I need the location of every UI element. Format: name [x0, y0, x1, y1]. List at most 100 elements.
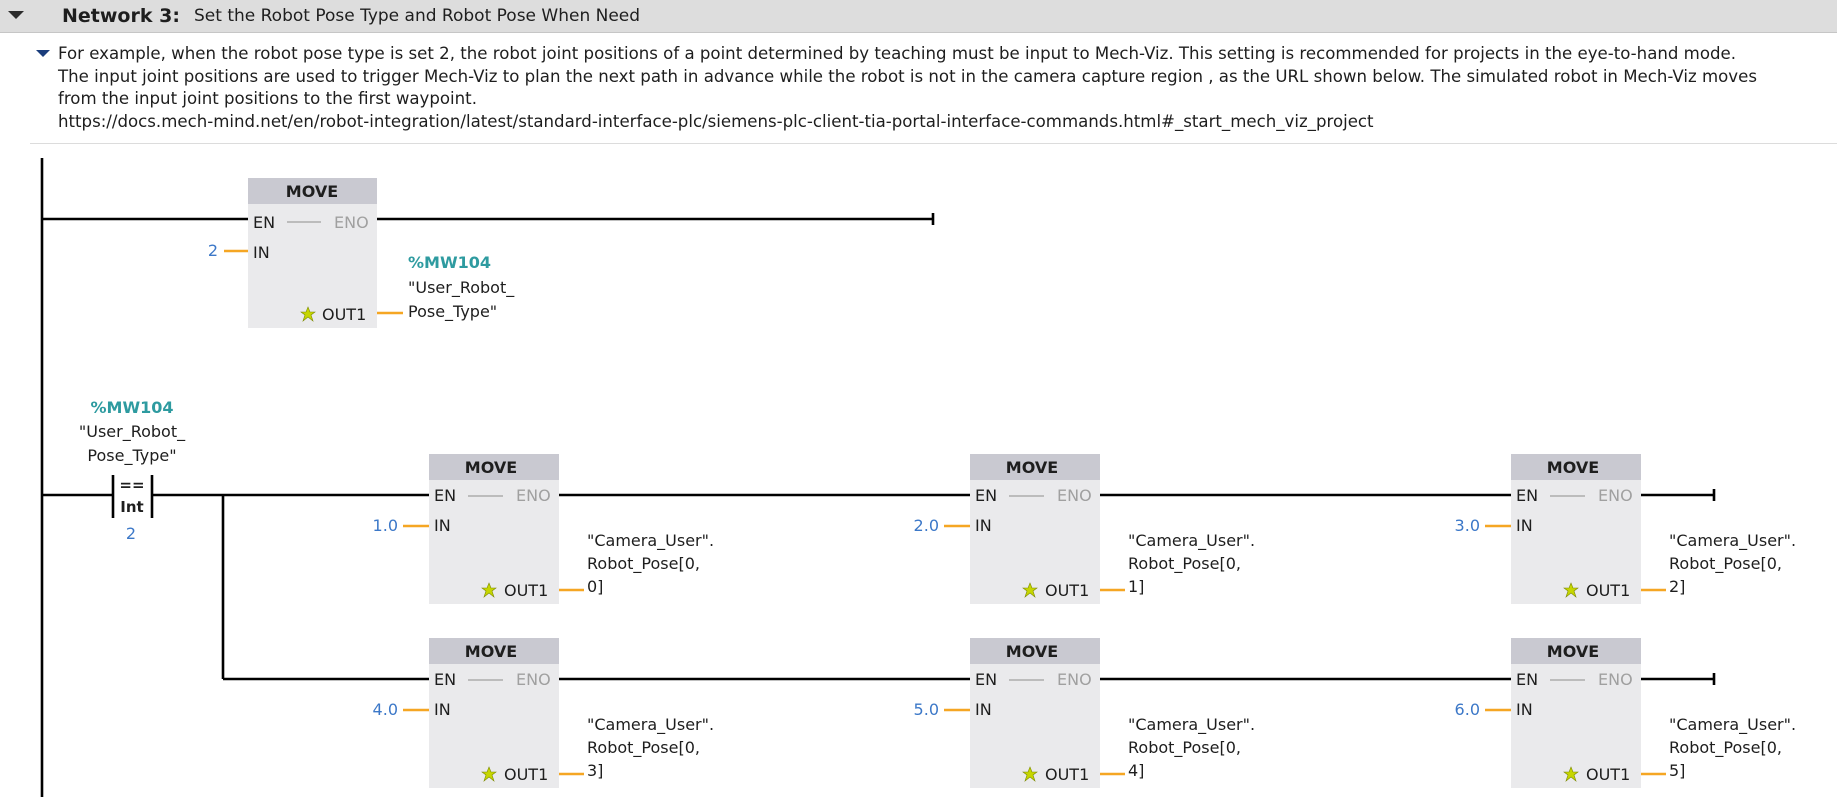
eno-pin-label: ENO [1057, 486, 1092, 505]
out-pin-label: OUT1 [1045, 581, 1089, 600]
collapse-arrow-icon[interactable] [8, 11, 24, 19]
output-asterisk-icon [1563, 582, 1579, 598]
output-asterisk-icon [1022, 582, 1038, 598]
block-title: MOVE [465, 458, 517, 477]
network-comment[interactable]: For example, when the robot pose type is… [58, 43, 1837, 134]
rung1-move-block[interactable]: MOVE EN ENO IN OUT1 [248, 178, 377, 328]
comment-url: https://docs.mech-mind.net/en/robot-inte… [58, 112, 1374, 132]
output-asterisk-icon [481, 582, 497, 598]
in-value[interactable]: 6.0 [1455, 700, 1480, 719]
in-value[interactable]: 5.0 [914, 700, 939, 719]
out-symbol-line[interactable]: Pose_Type" [408, 302, 497, 322]
en-pin-label: EN [1516, 670, 1538, 689]
en-pin-label: EN [975, 486, 997, 505]
comment-divider [30, 143, 1837, 144]
block-header [429, 638, 559, 664]
out-operand-line[interactable]: 0] [587, 577, 603, 596]
in-pin-label: IN [1516, 700, 1533, 719]
out-symbol-line[interactable]: "User_Robot_ [408, 278, 515, 298]
output-asterisk-icon [300, 306, 316, 322]
block-header [248, 178, 377, 204]
move-block[interactable]: MOVE EN ENO IN OUT1 [1511, 454, 1641, 604]
out-operand-line[interactable]: Robot_Pose[0, [587, 738, 700, 758]
output-asterisk-icon [481, 766, 497, 782]
in-pin-label: IN [434, 700, 451, 719]
out-address[interactable]: %MW104 [408, 253, 491, 272]
block-title: MOVE [1006, 458, 1058, 477]
block-header [970, 638, 1100, 664]
in-value[interactable]: 2 [208, 241, 218, 260]
in-value[interactable]: 1.0 [373, 516, 398, 535]
block-title: MOVE [465, 642, 517, 661]
out-pin-label: OUT1 [322, 305, 366, 324]
out-operand-line[interactable]: 3] [587, 761, 603, 780]
move-block[interactable]: MOVE EN ENO IN OUT1 [429, 638, 559, 788]
in-pin-label: IN [434, 516, 451, 535]
out-pin-label: OUT1 [1045, 765, 1089, 784]
contact-address[interactable]: %MW104 [91, 398, 174, 417]
en-pin-label: EN [1516, 486, 1538, 505]
in-value[interactable]: 2.0 [914, 516, 939, 535]
block-header [1511, 638, 1641, 664]
comment-line: The input joint positions are used to tr… [58, 66, 1757, 86]
out-operand-line[interactable]: "Camera_User". [587, 715, 714, 735]
compare-contact[interactable]: == Int [111, 475, 154, 518]
compare-value[interactable]: 2 [126, 524, 136, 543]
out-operand-line[interactable]: 5] [1669, 761, 1685, 780]
in-pin-label: IN [1516, 516, 1533, 535]
in-pin-label: IN [975, 700, 992, 719]
move-block[interactable]: MOVE EN ENO IN OUT1 [970, 638, 1100, 788]
block-header [970, 454, 1100, 480]
comment-line: For example, when the robot pose type is… [58, 44, 1737, 63]
out-pin-label: OUT1 [504, 765, 548, 784]
in-pin-label: IN [253, 243, 270, 262]
network-label: Network 3: [62, 5, 180, 27]
network-header[interactable]: Network 3: Set the Robot Pose Type and R… [0, 0, 1837, 33]
out-operand-line[interactable]: "Camera_User". [587, 531, 714, 551]
en-pin-label: EN [434, 670, 456, 689]
out-operand-line[interactable]: 1] [1128, 577, 1144, 596]
block-header [429, 454, 559, 480]
en-pin-label: EN [253, 213, 275, 232]
out-operand-line[interactable]: 2] [1669, 577, 1685, 596]
block-title: MOVE [1006, 642, 1058, 661]
out-operand-line[interactable]: Robot_Pose[0, [587, 554, 700, 574]
out-operand-line[interactable]: "Camera_User". [1669, 715, 1796, 735]
eno-pin-label: ENO [1057, 670, 1092, 689]
out-operand-line[interactable]: Robot_Pose[0, [1669, 738, 1782, 758]
out-operand-line[interactable]: 4] [1128, 761, 1144, 780]
eno-pin-label: ENO [1598, 486, 1633, 505]
network-title[interactable]: Set the Robot Pose Type and Robot Pose W… [194, 6, 641, 26]
in-pin-label: IN [975, 516, 992, 535]
block-title: MOVE [286, 182, 338, 201]
eno-pin-label: ENO [516, 486, 551, 505]
block-header [1511, 454, 1641, 480]
contact-symbol-line[interactable]: "User_Robot_ [79, 422, 186, 442]
out-operand-line[interactable]: Robot_Pose[0, [1669, 554, 1782, 574]
comment-line: from the input joint positions to the fi… [58, 89, 477, 109]
out-operand-line[interactable]: "Camera_User". [1128, 531, 1255, 551]
eno-pin-label: ENO [1598, 670, 1633, 689]
compare-type: Int [120, 498, 143, 516]
out-pin-label: OUT1 [1586, 581, 1630, 600]
out-operand-line[interactable]: "Camera_User". [1669, 531, 1796, 551]
contact-symbol-line[interactable]: Pose_Type" [87, 446, 176, 466]
out-operand-line[interactable]: Robot_Pose[0, [1128, 738, 1241, 758]
in-value[interactable]: 3.0 [1455, 516, 1480, 535]
out-operand-line[interactable]: "Camera_User". [1128, 715, 1255, 735]
move-block[interactable]: MOVE EN ENO IN OUT1 [970, 454, 1100, 604]
block-title: MOVE [1547, 458, 1599, 477]
en-pin-label: EN [975, 670, 997, 689]
in-value[interactable]: 4.0 [373, 700, 398, 719]
compare-operator: == [119, 476, 144, 494]
eno-pin-label: ENO [516, 670, 551, 689]
move-block[interactable]: MOVE EN ENO IN OUT1 [429, 454, 559, 604]
comment-toggle-icon[interactable] [36, 50, 50, 57]
en-pin-label: EN [434, 486, 456, 505]
output-asterisk-icon [1563, 766, 1579, 782]
eno-pin-label: ENO [334, 213, 369, 232]
out-operand-line[interactable]: Robot_Pose[0, [1128, 554, 1241, 574]
out-pin-label: OUT1 [504, 581, 548, 600]
output-asterisk-icon [1022, 766, 1038, 782]
